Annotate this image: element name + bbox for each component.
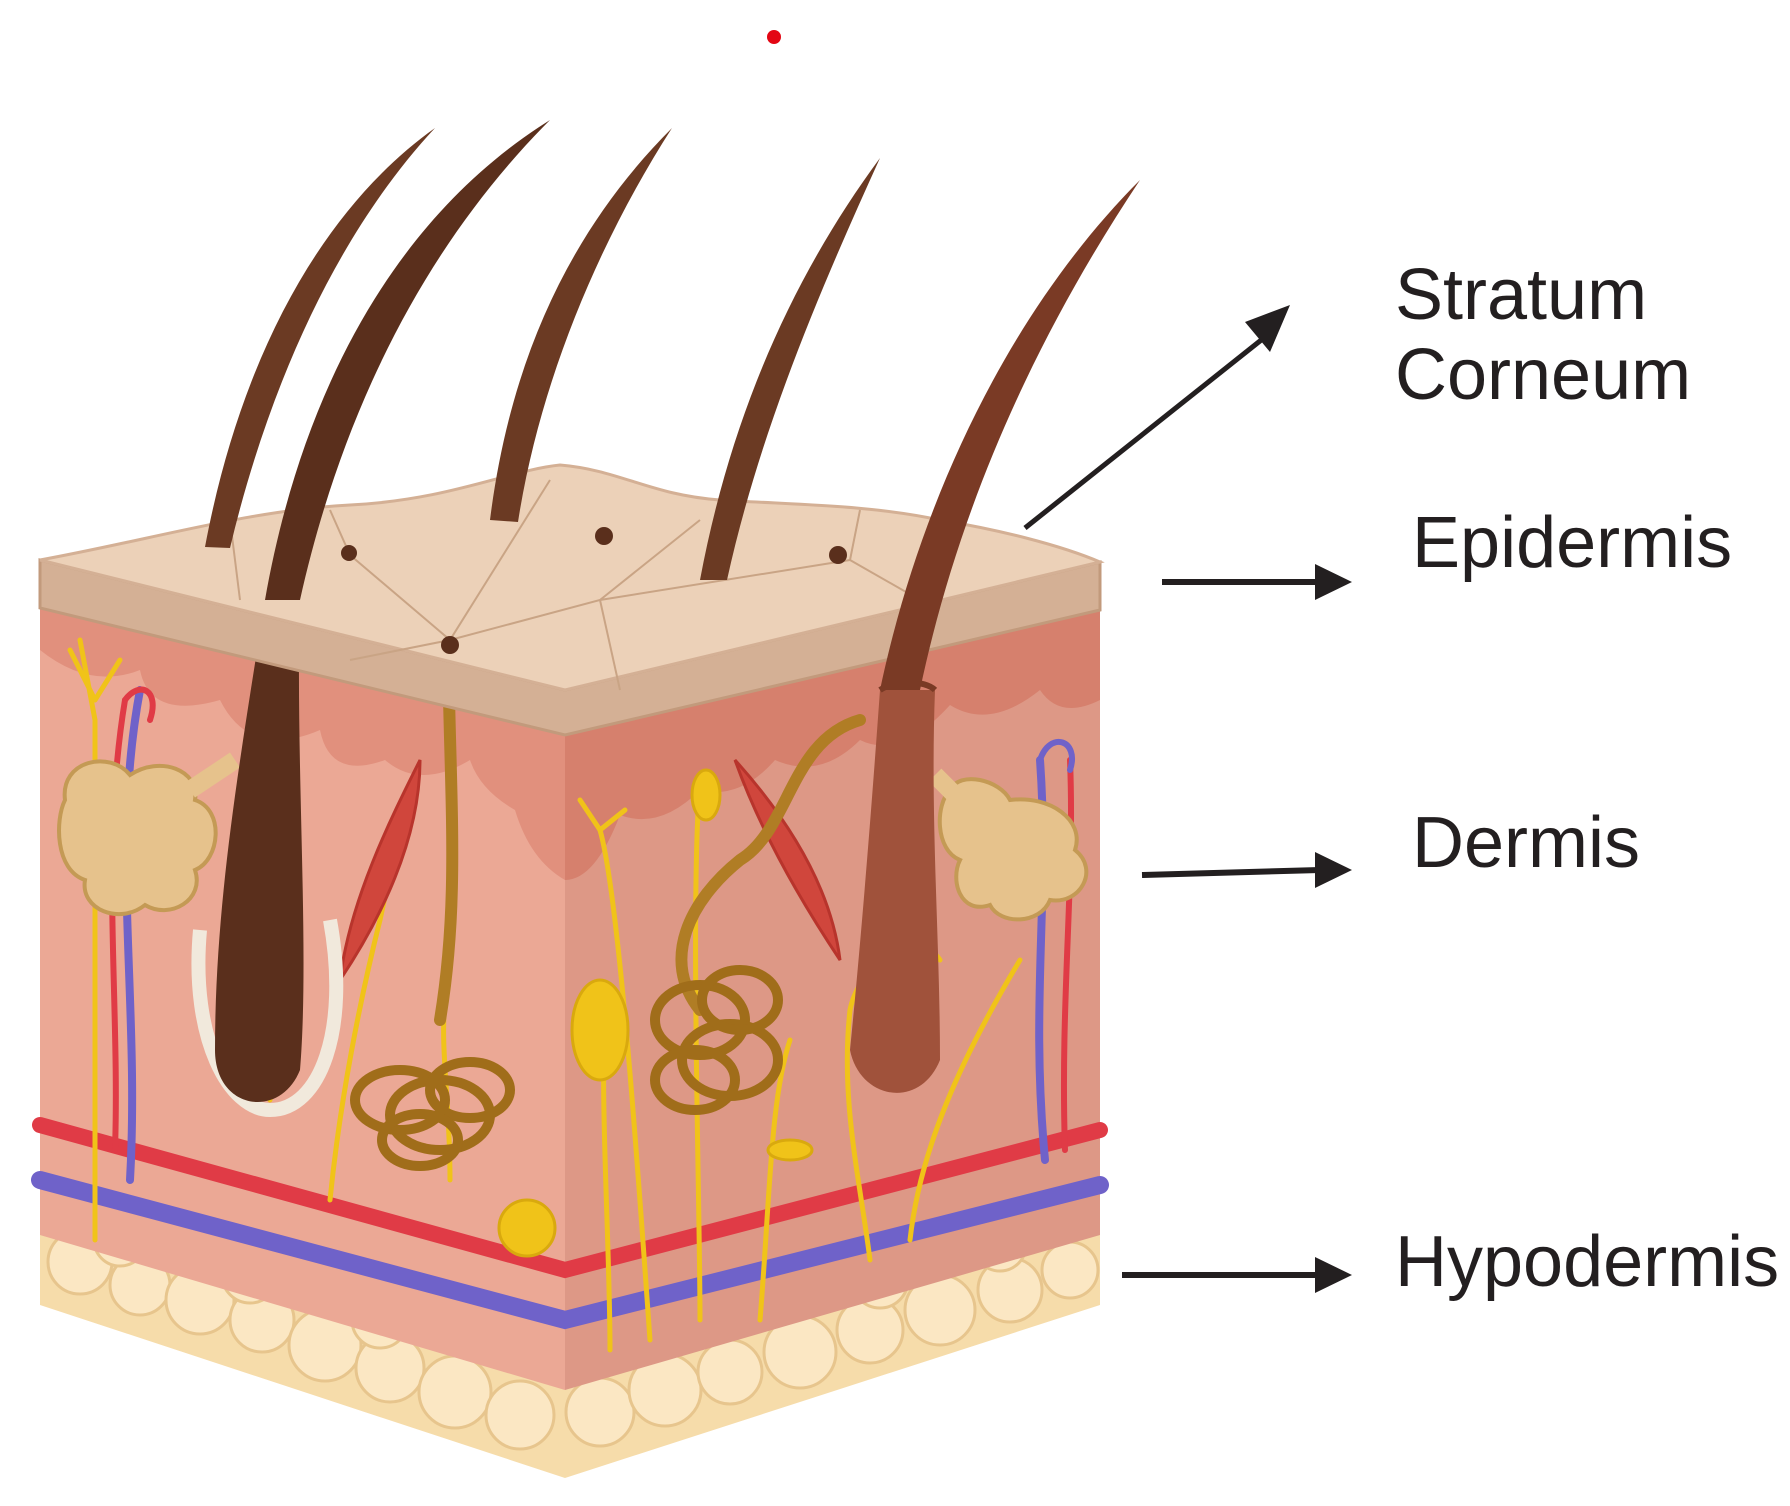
arrow-stratum-corneum: [1023, 305, 1290, 530]
sensory-receptors: [497, 768, 814, 1258]
arrow-dermis: [1141, 852, 1352, 888]
arrow-hypodermis: [1122, 1257, 1352, 1293]
label-stratum-corneum: Stratum Corneum: [1395, 255, 1691, 415]
label-stratum-corneum-line2: Corneum: [1395, 335, 1692, 415]
hair-follicles: [191, 600, 940, 1118]
label-dermis: Dermis: [1412, 803, 1640, 883]
pointer-arrows: [1023, 305, 1352, 1293]
hair-shafts: [205, 120, 1140, 690]
arrow-epidermis: [1162, 564, 1352, 600]
label-hypodermis: Hypodermis: [1395, 1222, 1780, 1302]
label-stratum-corneum-line1: Stratum: [1395, 255, 1648, 335]
sebaceous-glands: [57, 752, 1089, 922]
label-epidermis: Epidermis: [1412, 503, 1733, 583]
marker-dot: [767, 30, 781, 44]
